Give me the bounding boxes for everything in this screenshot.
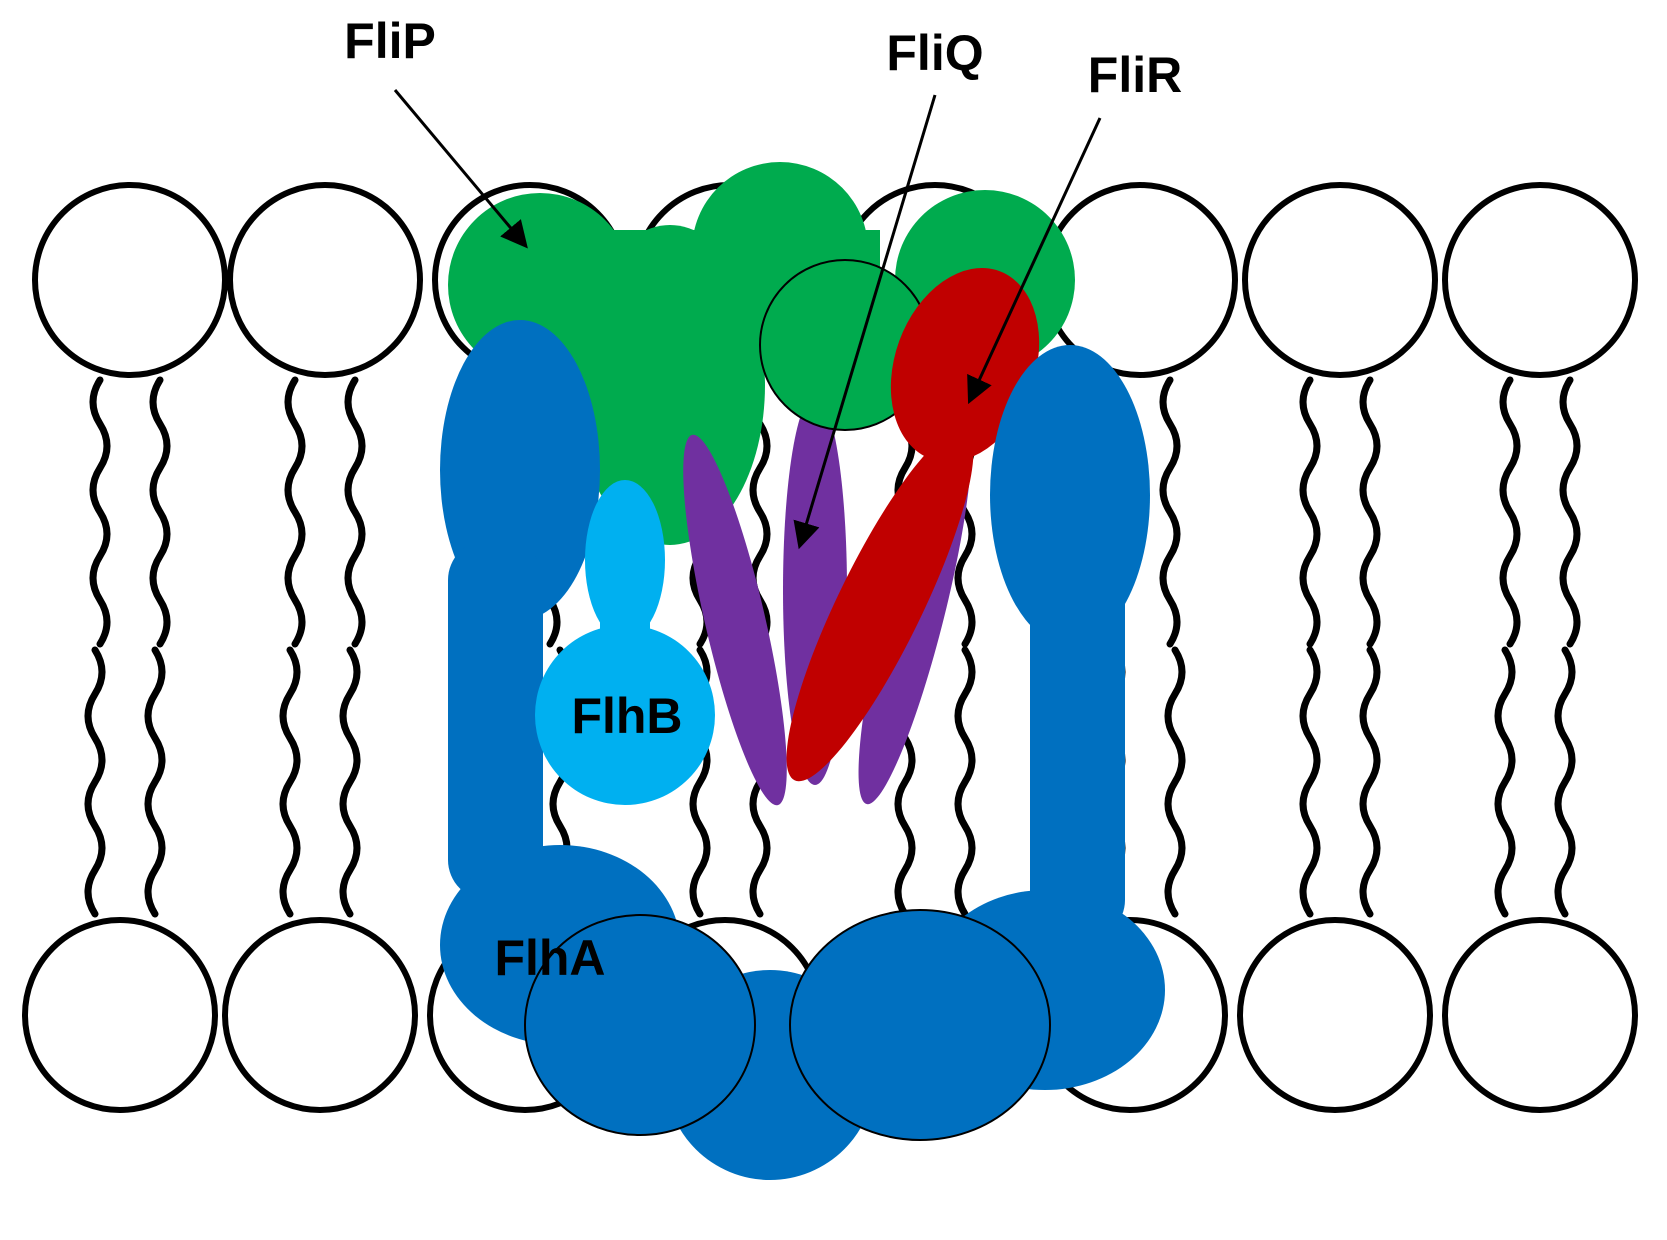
lipid-head xyxy=(227,182,423,378)
label-arrows xyxy=(393,89,1102,550)
lipid-tail-pair xyxy=(1503,380,1577,644)
lipid-tail-pair xyxy=(288,380,362,644)
flip-arrow xyxy=(393,89,528,249)
lipid-head xyxy=(222,917,418,1113)
flir-arrow xyxy=(967,117,1102,405)
lipid-head xyxy=(32,182,228,378)
flha-label: FlhA xyxy=(494,930,605,986)
lipid-tail-pair xyxy=(1303,380,1377,644)
lipid-head xyxy=(1442,182,1638,378)
flha-subunit xyxy=(524,914,756,1136)
flip-label: FliP xyxy=(344,13,436,69)
lipid-head xyxy=(1442,917,1638,1113)
flir-protein xyxy=(786,268,1040,782)
flir-tail xyxy=(786,428,974,782)
flhb-label: FlhB xyxy=(571,688,682,744)
flha-column xyxy=(448,540,543,900)
flhb-protein xyxy=(535,480,715,805)
lipid-tail-pair xyxy=(93,380,167,644)
flir-head xyxy=(890,268,1040,462)
fliq-label: FliQ xyxy=(886,25,983,81)
flir-label: FliR xyxy=(1088,47,1182,103)
fliq-arrow xyxy=(793,94,937,550)
lipid-head xyxy=(1237,917,1433,1113)
flhb-body xyxy=(535,625,715,805)
labels: FliP FliQ FliR FlhB FlhA xyxy=(344,13,1182,986)
fliq-helix xyxy=(683,434,787,806)
flip-protein xyxy=(448,162,1075,545)
flha-protein xyxy=(440,320,1165,1180)
lipid-head xyxy=(1242,182,1438,378)
flha-subunit xyxy=(789,909,1051,1141)
flha-column xyxy=(1030,560,1125,940)
lipid-head xyxy=(22,917,218,1113)
